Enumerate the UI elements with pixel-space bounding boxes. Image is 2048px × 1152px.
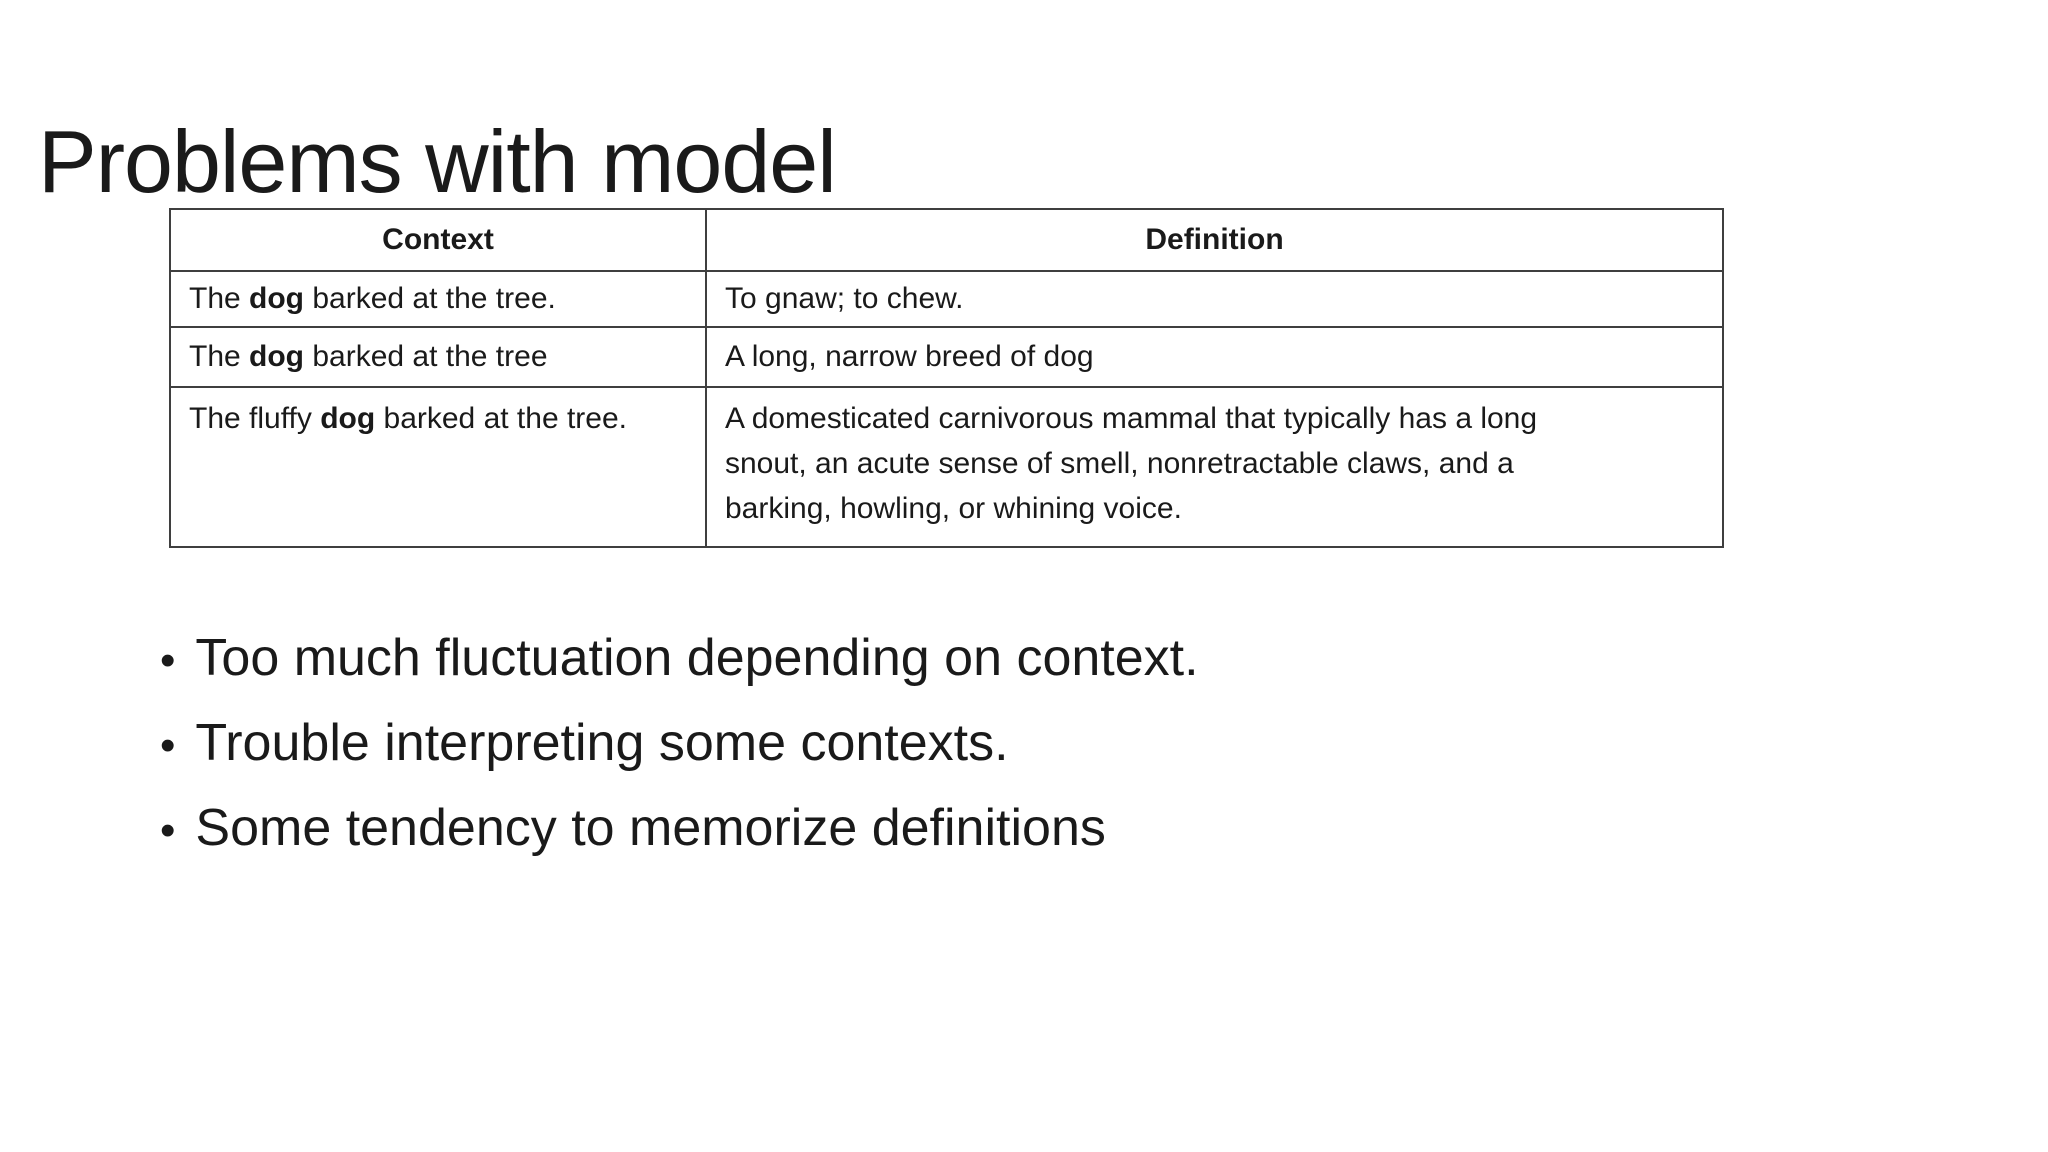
context-cell: The dog barked at the tree. — [169, 270, 707, 328]
context-definition-table: Context Definition The dog barked at the… — [169, 208, 1724, 548]
context-cell: The fluffy dog barked at the tree. — [169, 386, 707, 548]
context-text-pre: The fluffy — [189, 402, 321, 435]
bullet-list: • Too much fluctuation depending on conte… — [160, 616, 1199, 871]
bullet-marker: • — [160, 806, 176, 855]
definition-text: To gnaw; to chew. — [725, 282, 964, 315]
definition-text: A long, narrow breed of dog — [725, 340, 1094, 373]
context-bold-word: dog — [320, 402, 376, 435]
context-text-post: barked at the tree — [304, 340, 548, 373]
bullet-text: Some tendency to memorize definitions — [195, 799, 1106, 857]
context-text-post: barked at the tree. — [375, 402, 628, 435]
context-cell: The dog barked at the tree — [169, 326, 707, 388]
context-text-pre: The — [189, 340, 250, 373]
table-header-definition: Definition — [705, 208, 1724, 272]
context-bold-word: dog — [249, 340, 305, 373]
definition-cell: A domesticated carnivorous mammal that t… — [705, 386, 1724, 548]
table-row: The dog barked at the tree A long, narro… — [169, 326, 1724, 388]
page-title: Problems with model — [38, 111, 837, 211]
context-text-post: barked at the tree. — [304, 282, 556, 315]
bullet-marker: • — [160, 721, 176, 770]
context-text-pre: The — [189, 282, 250, 315]
context-bold-word: dog — [249, 282, 305, 315]
table-header-row: Context Definition — [169, 208, 1724, 272]
list-item: • Some tendency to memorize definitions — [160, 786, 1199, 871]
definition-text: A domesticated carnivorous mammal that t… — [725, 402, 1538, 525]
list-item: • Too much fluctuation depending on conte… — [160, 616, 1199, 701]
definition-cell: To gnaw; to chew. — [705, 270, 1724, 328]
table-row: The fluffy dog barked at the tree. A dom… — [169, 386, 1724, 548]
bullet-marker: • — [160, 636, 176, 685]
bullet-text: Trouble interpreting some contexts. — [195, 714, 1009, 772]
list-item: • Trouble interpreting some contexts. — [160, 701, 1199, 786]
definition-cell: A long, narrow breed of dog — [705, 326, 1724, 388]
table-row: The dog barked at the tree. To gnaw; to … — [169, 270, 1724, 328]
table-header-context: Context — [169, 208, 707, 272]
bullet-text: Too much fluctuation depending on contex… — [195, 629, 1199, 687]
